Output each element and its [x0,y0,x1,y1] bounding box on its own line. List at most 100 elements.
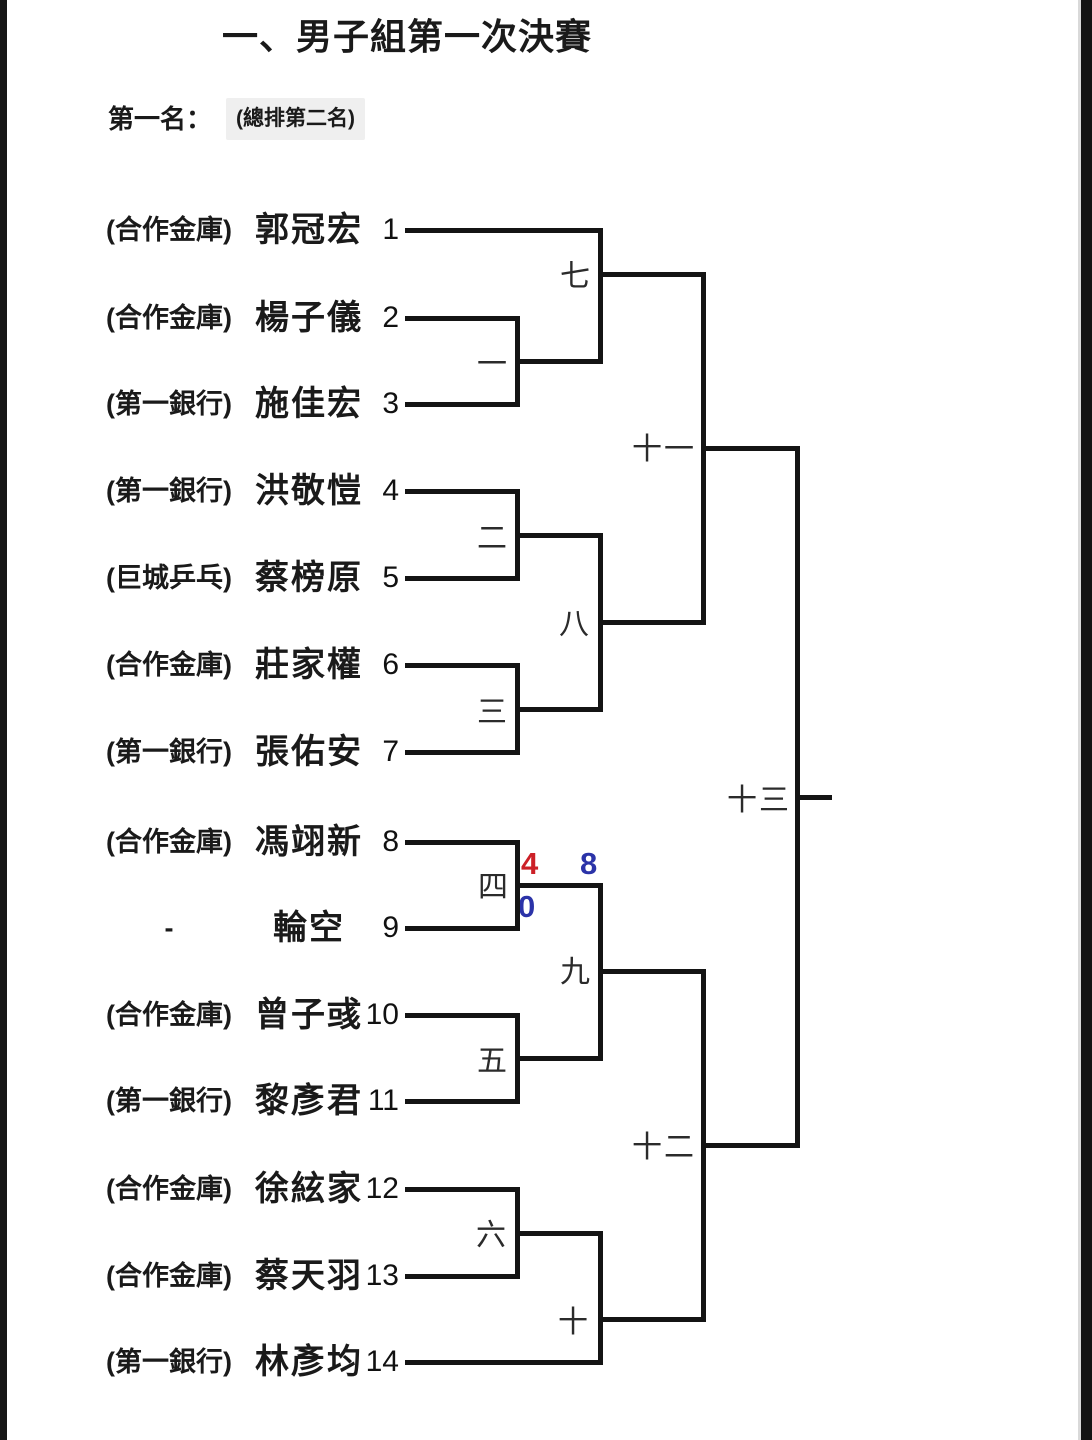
player-affiliation: (合作金庫) [106,827,232,857]
player-seed: 12 [365,1172,399,1205]
match-label-8: 八 [559,608,591,641]
match-label-6: 六 [476,1219,508,1252]
bracket-line-vertical [515,663,520,755]
bracket-line-horizontal [405,750,520,755]
match-label-9: 九 [560,956,592,989]
bracket-line-vertical [515,1013,520,1104]
player-seed: 1 [382,213,399,246]
bracket-line-vertical [598,533,603,712]
player-affiliation: (合作金庫) [106,1261,232,1291]
player-name: 施佳宏 [255,385,363,423]
player-affiliation: (巨城乒乓) [106,563,232,593]
score-match4-loser: 0 [518,889,536,924]
player-seed: 14 [365,1345,399,1378]
bracket-line-horizontal [598,1317,706,1322]
player-name: 徐絃家 [255,1170,363,1208]
bracket-line-horizontal [701,446,800,451]
bracket-line-horizontal [598,272,706,277]
bracket-line-horizontal [515,1056,603,1061]
player-seed: 4 [382,474,399,507]
score-match4-winner: 4 [521,846,539,881]
bracket-line-horizontal [701,1143,800,1148]
bracket-line-horizontal [795,795,832,800]
player-seed: 9 [382,911,399,944]
bracket-line-horizontal [405,316,520,321]
bracket-line-horizontal [405,402,520,407]
player-seed: 8 [382,825,399,858]
match-label-3: 三 [477,696,509,729]
bracket-line-vertical [598,1231,603,1365]
match-label-4: 四 [478,871,510,904]
match-label-1: 一 [477,348,509,381]
page-right-edge-shadow [1078,0,1081,1440]
player-name: 郭冠宏 [255,211,363,249]
player-affiliation: (合作金庫) [106,650,232,680]
bracket-line-horizontal [405,576,520,581]
match-label-2: 二 [477,522,509,555]
player-affiliation: (第一銀行) [106,1086,232,1116]
bracket-line-horizontal [405,1274,520,1279]
player-name: 蔡榜原 [255,559,363,597]
player-seed: 10 [365,998,399,1031]
match-label-5: 五 [477,1045,509,1078]
player-affiliation: - [164,913,174,943]
player-affiliation: (第一銀行) [106,389,232,419]
bracket-line-horizontal [515,883,603,888]
standing-label: 第一名： [108,104,213,134]
player-affiliation: (第一銀行) [106,476,232,506]
player-name: 莊家權 [255,646,363,684]
player-name: 馮翊新 [255,823,363,861]
bracket-line-vertical [515,1187,520,1279]
player-name: 蔡天羽 [255,1257,363,1295]
match-label-11: 十一 [632,433,696,466]
bracket-line-vertical [701,969,706,1322]
player-name: 張佑安 [255,733,363,771]
player-seed: 13 [365,1259,399,1292]
player-name: 輪空 [273,909,345,947]
page-title: 一、男子組第一次決賽 [222,16,593,57]
bracket-line-horizontal [515,707,603,712]
player-seed: 3 [382,387,399,420]
bracket-line-horizontal [515,1231,603,1236]
bracket-line-horizontal [515,359,603,364]
bracket-line-horizontal [598,969,706,974]
bracket-line-horizontal [405,926,520,931]
bracket-line-vertical [598,883,603,1061]
bracket-line-horizontal [405,1187,520,1192]
bracket-line-horizontal [405,840,520,845]
bracket-line-horizontal [405,1360,603,1365]
bracket-line-vertical [515,489,520,581]
player-name: 楊子儀 [255,299,363,337]
bracket-line-horizontal [598,620,706,625]
player-seed: 7 [382,735,399,768]
bracket-line-vertical [701,272,706,625]
bracket-line-horizontal [405,1099,520,1104]
match-label-13: 十三 [727,784,791,817]
page-left-edge [0,0,7,1440]
player-seed: 2 [382,301,399,334]
score-match9-entry: 8 [580,846,598,881]
player-affiliation: (合作金庫) [106,1000,232,1030]
page-right-edge [1081,0,1092,1440]
bracket-line-horizontal [405,489,520,494]
player-affiliation: (合作金庫) [106,215,232,245]
match-label-12: 十二 [632,1131,696,1164]
bracket-line-horizontal [405,228,603,233]
standing-line: 第一名：(總排第二名) [108,98,366,140]
bracket-line-horizontal [515,533,603,538]
match-label-7: 七 [560,260,592,293]
player-affiliation: (合作金庫) [106,303,232,333]
bracket-line-vertical [795,446,800,1148]
bracket-line-horizontal [405,663,520,668]
bracket-line-horizontal [405,1013,520,1018]
bracket-line-vertical [598,228,603,364]
player-name: 曾子彧 [255,996,363,1034]
bracket-line-vertical [515,840,520,931]
player-seed: 5 [382,561,399,594]
player-affiliation: (第一銀行) [106,1347,232,1377]
player-affiliation: (第一銀行) [106,737,232,767]
bracket-line-vertical [515,316,520,407]
player-seed: 11 [367,1084,399,1117]
player-name: 林彥均 [255,1343,363,1381]
